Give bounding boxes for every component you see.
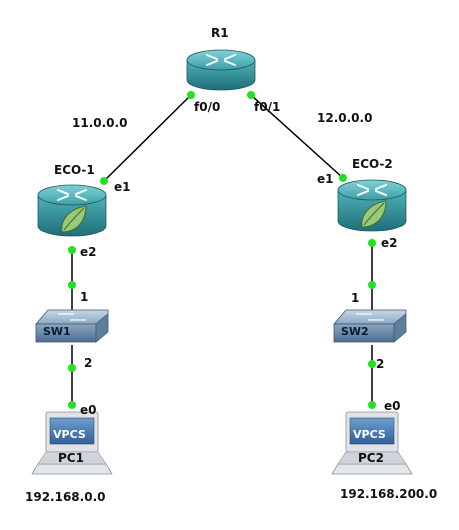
router-eco2[interactable] xyxy=(337,179,407,232)
leaf-icon xyxy=(361,200,387,228)
port-dot-r1-f0-0[interactable] xyxy=(187,91,195,99)
port-label-sw1-bottom: 2 xyxy=(84,356,93,370)
device-label-eco1: ECO-1 xyxy=(54,163,95,177)
router-eco1[interactable] xyxy=(37,184,107,237)
port-label-eco1-top: e1 xyxy=(114,180,131,194)
network-label-right-lan: 192.168.200.0 xyxy=(340,487,438,501)
vpcs-badge-pc1: VPCS xyxy=(53,428,86,441)
port-dots xyxy=(68,91,376,409)
port-dot-pc2-e0[interactable] xyxy=(368,401,376,409)
port-dot-sw2-1[interactable] xyxy=(368,281,376,289)
router-arrows-icon xyxy=(206,54,236,66)
port-dot-eco2-e2[interactable] xyxy=(368,239,376,247)
network-label-left-lan: 192.168.0.0 xyxy=(25,490,106,504)
switch-sw2[interactable] xyxy=(333,309,407,343)
port-dot-sw1-1[interactable] xyxy=(68,281,76,289)
links xyxy=(71,94,373,405)
port-label-sw1-top: 1 xyxy=(80,290,89,304)
port-dot-sw2-2[interactable] xyxy=(368,360,376,368)
device-label-sw2: SW2 xyxy=(341,325,369,338)
port-label-eco2-top: e1 xyxy=(317,172,334,186)
port-label-sw2-bottom: 2 xyxy=(376,357,385,371)
pc-pc1[interactable] xyxy=(31,411,113,475)
port-dot-eco1-e2[interactable] xyxy=(68,246,76,254)
device-label-r1: R1 xyxy=(211,26,229,40)
device-label-pc1: PC1 xyxy=(58,451,84,465)
port-label-r1-right: f0/1 xyxy=(254,100,281,114)
switch-arrows-icon xyxy=(58,313,86,321)
device-label-pc2: PC2 xyxy=(358,451,384,465)
device-label-eco2: ECO-2 xyxy=(352,157,393,171)
leaf-icon xyxy=(61,205,87,233)
port-dot-eco2-e1[interactable] xyxy=(339,174,347,182)
port-label-sw2-top: 1 xyxy=(351,291,360,305)
port-dot-sw1-2[interactable] xyxy=(68,364,76,372)
vpcs-badge-pc2: VPCS xyxy=(353,428,386,441)
link-r1-eco1[interactable] xyxy=(103,94,192,182)
port-label-eco2-bottom: e2 xyxy=(381,236,398,250)
network-label-right-wan: 12.0.0.0 xyxy=(317,111,373,125)
port-label-eco1-bottom: e2 xyxy=(80,245,97,259)
port-dot-pc1-e0[interactable] xyxy=(68,401,76,409)
switch-sw1[interactable] xyxy=(35,309,109,343)
switch-arrows-icon xyxy=(356,313,384,321)
device-label-sw1: SW1 xyxy=(43,325,71,338)
port-label-r1-left: f0/0 xyxy=(194,100,221,114)
network-label-left-wan: 11.0.0.0 xyxy=(72,116,128,130)
router-r1[interactable] xyxy=(186,49,256,91)
pc-pc2[interactable] xyxy=(331,411,413,475)
port-dot-r1-f0-1[interactable] xyxy=(247,91,255,99)
port-dot-eco1-e1[interactable] xyxy=(100,177,108,185)
port-label-pc1: e0 xyxy=(80,403,97,417)
port-label-pc2: e0 xyxy=(384,399,401,413)
link-r1-eco2[interactable] xyxy=(250,94,344,179)
